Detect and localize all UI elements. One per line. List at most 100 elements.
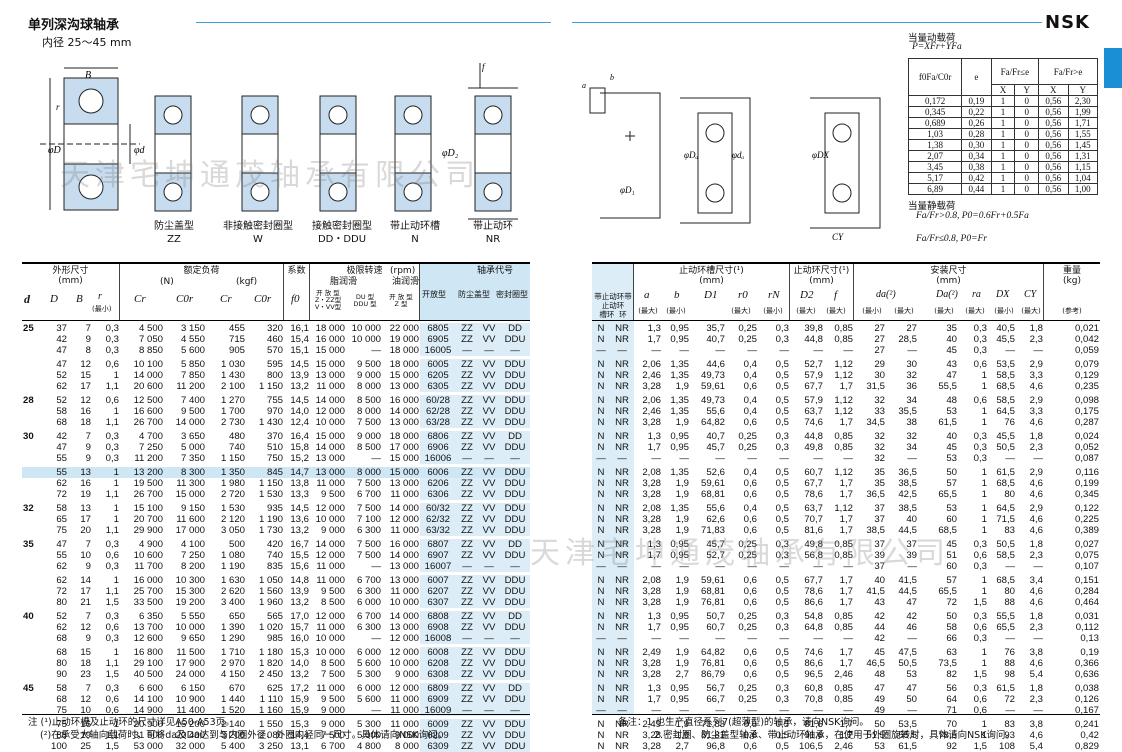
table-cell: 60/32 — [420, 503, 456, 514]
table-cell: 59,61 — [700, 575, 725, 586]
table-cell: 67,7 — [804, 381, 823, 392]
table-cell: 9 — [85, 334, 91, 345]
table-cell: 40 — [946, 431, 957, 442]
table-cell: 96,5 — [804, 669, 823, 680]
hdr-bearing-code: 轴承代号 — [476, 266, 513, 276]
table-cell: 0,287 — [1074, 417, 1099, 428]
table-cell: 62/32 — [420, 514, 456, 525]
ratio-y2: Y — [1067, 84, 1099, 96]
table-cell: 2,46 — [642, 370, 661, 381]
table-cell: — — [715, 705, 725, 716]
table-cell — [22, 694, 42, 705]
table-cell: 1 — [113, 406, 119, 417]
table-cell: 0,225 — [1074, 514, 1099, 525]
table-cell: 16 000 — [315, 334, 345, 345]
ratio-cell: 1 — [990, 106, 1016, 118]
table-cell: VV — [478, 539, 500, 550]
table-cell: 40 — [23, 611, 34, 622]
table-cell: 0,042 — [1074, 334, 1099, 345]
table-cell: 1,1 — [105, 381, 119, 392]
table-cell: 1,35 — [670, 503, 689, 514]
table-cell: 13 000 — [389, 622, 419, 633]
dynamic-load-title: 当量动载荷 — [908, 33, 956, 44]
table-cell: 1 — [981, 503, 987, 514]
table-cell: 62 — [56, 478, 67, 489]
table-cell: ZZ — [456, 575, 478, 586]
table-cell: ZZ — [456, 550, 478, 561]
table-cell: 44,6 — [706, 359, 725, 370]
table-cell: 7 350 — [180, 453, 205, 464]
table-cell: 3,28 — [642, 489, 661, 500]
table-cell: — — [371, 705, 381, 716]
table-cell: 6305 — [420, 381, 456, 392]
table-cell: VV — [478, 669, 500, 680]
table-cell: 0,3 — [775, 611, 789, 622]
table-cell: 0,95 — [670, 334, 689, 345]
hdr-ref: (参考) — [1062, 307, 1082, 315]
table-cell: 1,9 — [675, 719, 689, 730]
table-cell: 40 — [874, 575, 885, 586]
table-cell: DDU — [500, 370, 530, 381]
table-cell: 4,6 — [1029, 478, 1043, 489]
ratio-head-f0: f0Fa/C0r — [907, 58, 963, 96]
table-cell: VV — [478, 575, 500, 586]
table-cell: 0,4 — [743, 406, 757, 417]
table-cell: DDU — [500, 658, 530, 669]
hdr-rmin: (最小) — [92, 305, 112, 313]
table-cell: 0,19 — [1080, 647, 1099, 658]
table-cell: NR — [615, 503, 629, 514]
table-cell: 13 000 — [389, 478, 419, 489]
table-cell: 2,46 — [834, 669, 853, 680]
table-cell: 44,8 — [804, 334, 823, 345]
table-cell: 1 430 — [220, 370, 245, 381]
table-cell: 60 — [946, 514, 957, 525]
right-header-rule — [592, 320, 1100, 321]
table-cell: 15 — [80, 370, 91, 381]
table-cell: 1,1 — [105, 417, 119, 428]
ratio-cell: 1,71 — [1067, 117, 1099, 129]
table-cell: 49,8 — [804, 442, 823, 453]
table-cell: 6209 — [420, 730, 456, 741]
table-cell: — — [813, 453, 823, 464]
table-cell: 0,6 — [105, 359, 119, 370]
table-cell: 0,25 — [738, 323, 757, 334]
ratio-cell: 0,56 — [1038, 172, 1069, 184]
table-cell: 0,112 — [1075, 622, 1099, 633]
table-cell: 1,1 — [105, 525, 119, 536]
table-cell: 0,3 — [775, 323, 789, 334]
table-cell: 80 — [56, 597, 67, 608]
table-cell: NR — [615, 683, 629, 694]
ratio-cell: 1,03 — [907, 128, 963, 140]
table-cell: — — [651, 633, 661, 644]
table-cell: 63,7 — [804, 503, 823, 514]
table-cell: ZZ — [456, 586, 478, 597]
table-cell: 52,7 — [706, 550, 725, 561]
table-cell: 63/32 — [420, 525, 456, 536]
table-cell: 63,7 — [804, 406, 823, 417]
table-cell: 15 100 — [133, 503, 163, 514]
table-cell: NR — [615, 370, 629, 381]
table-cell: NR — [615, 539, 629, 550]
table-cell: 3,28 — [642, 669, 661, 680]
table-cell: 38,5 — [898, 478, 917, 489]
ratio-cell: 2,07 — [907, 150, 963, 162]
dynamic-load-eq: P=XFr+YFa — [912, 42, 962, 52]
table-cell: 2,9 — [1029, 467, 1043, 478]
table-cell: 0,075 — [1074, 550, 1099, 561]
ratio-cell: 0,689 — [907, 117, 963, 129]
table-cell: N — [597, 503, 605, 514]
table-cell: 72 — [946, 597, 957, 608]
table-cell: 49,73 — [700, 395, 725, 406]
right-table-rule — [592, 262, 1100, 264]
table-cell: 2 120 — [220, 514, 245, 525]
table-cell: 11 000 — [390, 525, 419, 536]
table-cell: 1,9 — [675, 514, 689, 525]
table-cell: 11 600 — [176, 514, 205, 525]
table-cell: 0,5 — [775, 359, 789, 370]
